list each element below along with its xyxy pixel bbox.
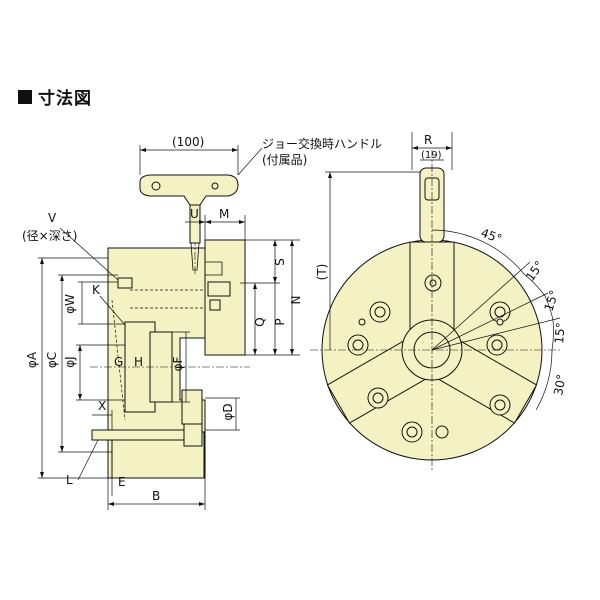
handle-name-sub-label: (付属品)	[262, 153, 307, 167]
handle-dim-label: (100)	[172, 135, 204, 149]
label-U: U	[190, 207, 199, 221]
jaw-screw	[207, 281, 231, 297]
front-view	[310, 150, 560, 470]
label-phiC: φC	[45, 352, 59, 368]
label-S: S	[273, 258, 287, 266]
v-hole	[117, 277, 133, 289]
label-V-note: (径×深さ)	[22, 229, 77, 243]
label-G: G	[114, 355, 123, 369]
jaw-screw-2	[209, 299, 221, 311]
handle-name-label: ジョー交換時ハンドル	[262, 136, 382, 151]
label-phiD: φD	[221, 403, 235, 420]
label-P: P	[273, 318, 287, 325]
lower-hub	[181, 389, 203, 425]
arc-45	[431, 229, 525, 275]
handle-hole	[151, 181, 161, 191]
handle-shaft	[189, 204, 201, 244]
label-phiF: φF	[171, 356, 185, 371]
label-angle-15c: 15°	[552, 322, 568, 344]
label-T: (T)	[315, 264, 329, 281]
label-V: V	[48, 211, 57, 225]
label-phiA: φA	[25, 351, 39, 368]
jaw-block	[204, 239, 246, 356]
label-angle-15a: 15°	[523, 258, 547, 283]
label-N: N	[289, 296, 303, 305]
square-bullet-icon	[18, 89, 32, 104]
section-title-text: 寸法図	[38, 89, 92, 109]
label-E: E	[118, 475, 126, 489]
label-R: R	[424, 133, 432, 147]
side-dimensions: (100) ジョー交換時ハンドル (付属品) U M V (径×深さ)	[22, 135, 382, 510]
label-angle-30: 30°	[551, 373, 568, 396]
label-phiW: φW	[63, 294, 77, 314]
label-angle-15b: 15°	[542, 288, 562, 313]
bolt-head	[183, 423, 203, 447]
front-dimensions: R (19) (T) 45° 15° 15° 15° 30°	[315, 132, 569, 411]
label-phiJ: φJ	[63, 356, 77, 367]
label-M: M	[219, 207, 229, 221]
label-angle-45: 45°	[479, 226, 504, 246]
label-B: B	[152, 489, 160, 503]
section-title: 寸法図	[18, 84, 92, 109]
jaw-handle	[139, 174, 239, 271]
label-H: H	[134, 355, 143, 369]
handle-grip	[139, 174, 239, 206]
jaw-step	[205, 261, 223, 276]
label-Q: Q	[253, 317, 267, 326]
side-view	[90, 210, 250, 479]
label-R19: (19)	[421, 150, 442, 161]
label-K: K	[92, 283, 101, 297]
label-X: X	[98, 399, 106, 413]
label-L: L	[66, 473, 73, 487]
